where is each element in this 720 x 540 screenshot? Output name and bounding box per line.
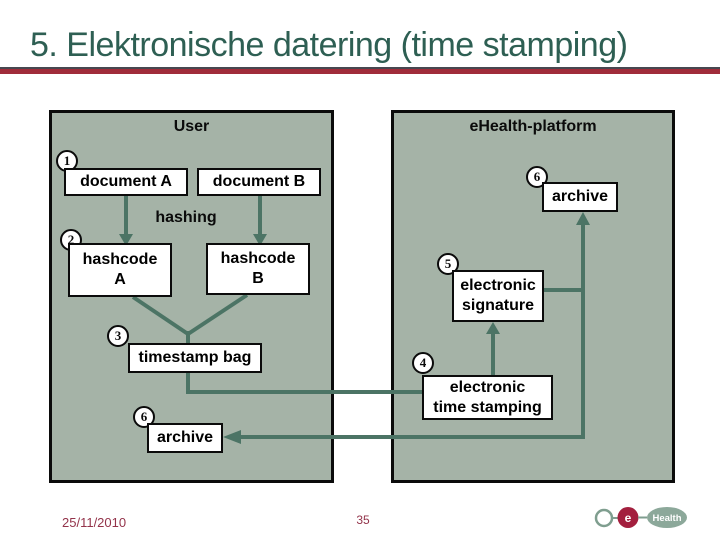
user-panel-title: User (173, 118, 210, 135)
line-signature-to-archives (223, 212, 590, 444)
slide-title: 5. Elektronische datering (time stamping… (30, 26, 628, 64)
step-badge-5: 5 (437, 253, 459, 275)
logo-health-ellipse-icon (647, 507, 687, 528)
ehealth-logo: e Health (594, 507, 687, 528)
ehealth-panel-title: eHealth-platform (469, 118, 597, 135)
logo-health-label: Health (652, 513, 681, 524)
node-electronic-signature: electronic signature (452, 270, 544, 322)
hashing-label: hashing (155, 209, 217, 226)
node-document-b: document B (197, 168, 321, 196)
merge-hashcodes-to-timestamp-bag (131, 293, 249, 344)
node-hashcode-a: hashcode A (68, 243, 172, 297)
step-badge-6-user: 6 (133, 406, 155, 428)
title-underline (0, 67, 720, 74)
logo-e-circle-icon (617, 507, 639, 528)
node-document-a: document A (64, 168, 188, 196)
logo-e-label: e (625, 511, 632, 525)
page-number: 35 (356, 513, 370, 527)
step-badge-3: 3 (107, 325, 129, 347)
node-archive-user: archive (147, 423, 223, 453)
arrow-document-b-to-hashcode-b (253, 196, 267, 246)
line-timestamp-bag-to-time-stamping (186, 372, 422, 394)
step-badge-4: 4 (412, 352, 434, 374)
arrow-time-stamping-to-signature (486, 322, 500, 376)
node-hashcode-b: hashcode B (206, 243, 310, 295)
node-timestamp-bag: timestamp bag (128, 343, 262, 373)
footer-date: 25/11/2010 (62, 515, 127, 530)
node-archive-ehealth: archive (542, 182, 618, 212)
arrow-document-a-to-hashcode-a (119, 196, 133, 246)
node-electronic-time-stamping: electronic time stamping (422, 375, 553, 420)
